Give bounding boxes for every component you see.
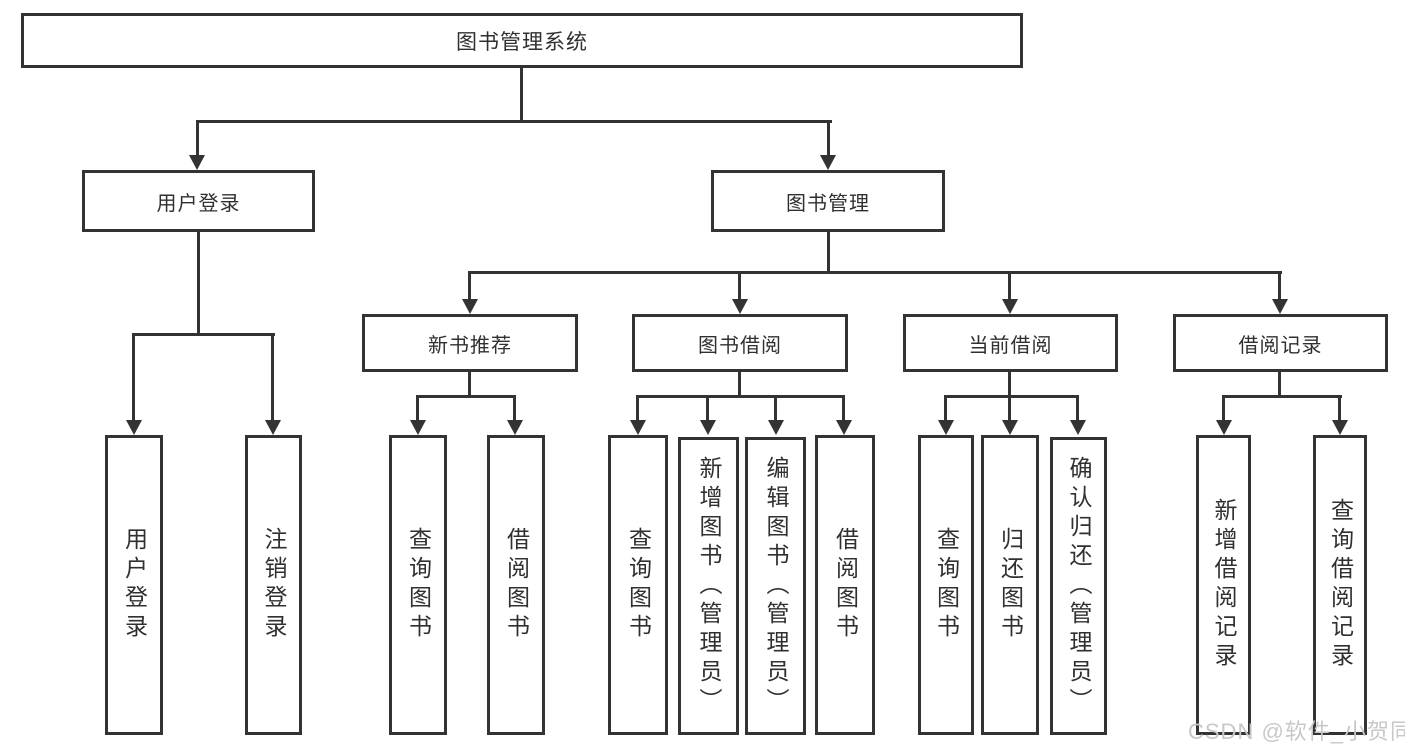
arrow-down-icon [189, 155, 205, 170]
connector-drop-user-login [196, 120, 199, 157]
arrow-down-icon [700, 420, 716, 435]
connector-book-borrow-stem [738, 371, 741, 398]
connector-borrow-record-stem [1278, 371, 1281, 398]
connector-current-borrow-split [944, 395, 1079, 398]
arrow-down-icon [938, 420, 954, 435]
connector-new-book-rec-split [416, 395, 516, 398]
arrow-down-icon [836, 420, 852, 435]
connector-book-mgmt-split [468, 271, 1282, 274]
node-root: 图书管理系统 [21, 13, 1023, 68]
arrow-down-icon [1002, 420, 1018, 435]
arrow-down-icon [410, 420, 426, 435]
leaf-bb-borrow-book: 借阅图书 [815, 435, 875, 735]
arrow-down-icon [507, 420, 523, 435]
connector-book-borrow-split [636, 395, 845, 398]
node-new-book-rec: 新书推荐 [362, 314, 578, 372]
connector-drop-br-add [1222, 395, 1225, 422]
node-current-borrow: 当前借阅 [903, 314, 1118, 372]
leaf-user-login: 用户登录 [105, 435, 163, 735]
arrow-down-icon [768, 420, 784, 435]
connector-user-login-stem [197, 232, 200, 336]
connector-drop-new-book-rec [468, 271, 471, 301]
connector-drop-cb-return [1008, 395, 1011, 422]
connector-book-mgmt-stem [827, 232, 830, 274]
leaf-bb-query-book: 查询图书 [608, 435, 668, 735]
arrow-down-icon [126, 420, 142, 435]
connector-drop-cb-confirm [1076, 395, 1079, 422]
arrow-down-icon [1272, 299, 1288, 314]
arrow-down-icon [265, 420, 281, 435]
connector-drop-nb-borrow [513, 395, 516, 422]
connector-drop-leaf-user-login [132, 333, 135, 422]
leaf-br-add-record: 新增借阅记录 [1196, 435, 1251, 735]
connector-drop-book-mgmt [827, 120, 830, 157]
leaf-nb-borrow-book: 借阅图书 [487, 435, 545, 735]
arrow-down-icon [1070, 420, 1086, 435]
arrow-down-icon [820, 155, 836, 170]
arrow-down-icon [630, 420, 646, 435]
connector-drop-book-borrow [738, 271, 741, 301]
arrow-down-icon [732, 299, 748, 314]
leaf-nb-query-book: 查询图书 [389, 435, 447, 735]
connector-drop-br-query [1338, 395, 1341, 422]
leaf-bb-edit-book: 编辑图书（管理员） [745, 437, 806, 735]
arrow-down-icon [1332, 420, 1348, 435]
connector-drop-bb-edit [774, 395, 777, 422]
leaf-bb-add-book: 新增图书（管理员） [678, 437, 739, 735]
connector-drop-bb-query [636, 395, 639, 422]
leaf-cb-query-book: 查询图书 [918, 435, 974, 735]
connector-user-login-split [133, 333, 275, 336]
node-user-login: 用户登录 [82, 170, 315, 232]
node-book-borrow: 图书借阅 [632, 314, 848, 372]
arrow-down-icon [1216, 420, 1232, 435]
leaf-logout: 注销登录 [245, 435, 302, 735]
connector-drop-nb-query [416, 395, 419, 422]
node-borrow-record: 借阅记录 [1173, 314, 1388, 372]
connector-root-split [196, 120, 832, 123]
leaf-br-query-record: 查询借阅记录 [1313, 435, 1367, 735]
leaf-cb-confirm-return: 确认归还（管理员） [1050, 437, 1107, 735]
connector-drop-leaf-logout [271, 333, 274, 422]
watermark: CSDN @软件_小贺同学 [1188, 719, 1405, 744]
connector-root-stem [520, 67, 523, 122]
connector-drop-borrow-record [1278, 271, 1281, 301]
connector-drop-bb-borrow [842, 395, 845, 422]
leaf-cb-return-book: 归还图书 [981, 435, 1039, 735]
connector-drop-current-borrow [1008, 271, 1011, 301]
connector-new-book-rec-stem [468, 371, 471, 398]
connector-drop-bb-add [706, 395, 709, 422]
connector-drop-cb-query [944, 395, 947, 422]
arrow-down-icon [462, 299, 478, 314]
arrow-down-icon [1002, 299, 1018, 314]
connector-borrow-record-split [1222, 395, 1342, 398]
node-book-mgmt: 图书管理 [711, 170, 945, 232]
connector-current-borrow-stem [1008, 371, 1011, 398]
